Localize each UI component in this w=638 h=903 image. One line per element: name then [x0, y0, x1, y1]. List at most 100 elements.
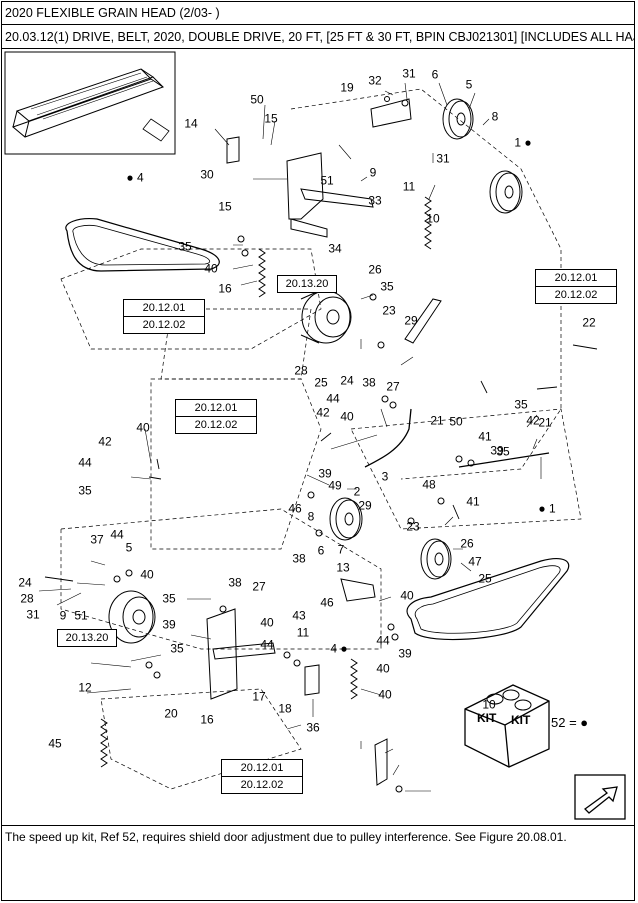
- reference-box[interactable]: 20.12.01 20.12.02: [221, 759, 303, 794]
- part-callout[interactable]: 24: [18, 575, 32, 590]
- part-callout[interactable]: 1 ●: [514, 135, 532, 150]
- part-callout[interactable]: 46: [320, 595, 334, 610]
- part-callout[interactable]: 42: [526, 413, 540, 428]
- part-callout[interactable]: 8: [307, 509, 315, 524]
- part-callout[interactable]: 20: [164, 706, 178, 721]
- part-callout[interactable]: 31: [402, 66, 416, 81]
- part-callout[interactable]: 11: [402, 179, 416, 194]
- part-callout[interactable]: 38: [228, 575, 242, 590]
- part-callout[interactable]: 38: [362, 375, 376, 390]
- part-callout[interactable]: 41: [478, 429, 492, 444]
- part-callout[interactable]: 4 ●: [330, 641, 348, 656]
- part-callout[interactable]: 28: [20, 591, 34, 606]
- part-callout[interactable]: 32: [368, 73, 382, 88]
- part-callout[interactable]: 21: [430, 413, 444, 428]
- part-callout[interactable]: 40: [204, 261, 218, 276]
- part-callout[interactable]: 46: [288, 501, 302, 516]
- part-callout[interactable]: 47: [468, 554, 482, 569]
- part-callout[interactable]: 43: [292, 608, 306, 623]
- part-callout[interactable]: 29: [404, 313, 418, 328]
- part-callout[interactable]: 31: [26, 607, 40, 622]
- part-callout[interactable]: 23: [382, 303, 396, 318]
- part-callout[interactable]: 21: [538, 415, 552, 430]
- part-callout[interactable]: 35: [178, 239, 192, 254]
- part-callout[interactable]: 39: [490, 443, 504, 458]
- part-callout[interactable]: 15: [218, 199, 232, 214]
- part-callout[interactable]: 41: [466, 494, 480, 509]
- part-callout[interactable]: 16: [218, 281, 232, 296]
- part-callout[interactable]: 16: [200, 712, 214, 727]
- part-callout[interactable]: 3: [381, 469, 389, 484]
- part-callout[interactable]: 25: [314, 375, 328, 390]
- part-callout[interactable]: 37: [90, 532, 104, 547]
- part-callout[interactable]: 49: [328, 478, 342, 493]
- part-callout[interactable]: 28: [294, 363, 308, 378]
- part-callout[interactable]: 26: [368, 262, 382, 277]
- part-callout[interactable]: 42: [98, 434, 112, 449]
- part-callout[interactable]: 39: [162, 617, 176, 632]
- part-callout[interactable]: 34: [328, 241, 342, 256]
- part-callout[interactable]: 26: [460, 536, 474, 551]
- part-callout[interactable]: 39: [318, 466, 332, 481]
- part-callout[interactable]: 17: [252, 689, 266, 704]
- part-callout[interactable]: 29: [358, 498, 372, 513]
- part-callout[interactable]: 9: [59, 608, 67, 623]
- part-callout[interactable]: 35: [496, 444, 510, 459]
- part-callout[interactable]: 31: [436, 151, 450, 166]
- part-callout[interactable]: 14: [184, 116, 198, 131]
- part-callout[interactable]: 36: [306, 720, 320, 735]
- part-callout[interactable]: 44: [110, 527, 124, 542]
- part-callout[interactable]: 27: [252, 579, 266, 594]
- part-callout[interactable]: 40: [378, 687, 392, 702]
- part-callout[interactable]: 24: [340, 373, 354, 388]
- part-callout[interactable]: 40: [340, 409, 354, 424]
- part-callout[interactable]: 10: [482, 697, 496, 712]
- part-callout[interactable]: 10: [426, 211, 440, 226]
- part-callout[interactable]: 2: [353, 484, 361, 499]
- part-callout[interactable]: 48: [422, 477, 436, 492]
- part-callout[interactable]: 7: [337, 542, 345, 557]
- part-callout[interactable]: 40: [136, 420, 150, 435]
- part-callout[interactable]: 44: [78, 455, 92, 470]
- reference-box[interactable]: 20.13.20: [277, 275, 337, 293]
- part-callout[interactable]: 40: [140, 567, 154, 582]
- part-callout[interactable]: 51: [74, 608, 88, 623]
- part-callout[interactable]: 30: [200, 167, 214, 182]
- part-callout[interactable]: 6: [317, 543, 325, 558]
- part-callout[interactable]: 13: [336, 560, 350, 575]
- part-callout[interactable]: 23: [406, 519, 420, 534]
- part-callout[interactable]: 25: [478, 571, 492, 586]
- part-callout[interactable]: 35: [514, 397, 528, 412]
- reference-box[interactable]: 20.12.01 20.12.02: [175, 399, 257, 434]
- part-callout[interactable]: 35: [162, 591, 176, 606]
- part-callout[interactable]: 51: [320, 173, 334, 188]
- part-callout[interactable]: 35: [380, 279, 394, 294]
- part-callout[interactable]: 50: [449, 414, 463, 429]
- part-callout[interactable]: 11: [296, 625, 310, 640]
- reference-box[interactable]: 20.13.20: [57, 629, 117, 647]
- part-callout[interactable]: 19: [340, 80, 354, 95]
- part-callout[interactable]: ● 1: [538, 501, 556, 516]
- part-callout[interactable]: 44: [326, 391, 340, 406]
- reference-box[interactable]: 20.12.01 20.12.02: [535, 269, 617, 304]
- part-callout[interactable]: 38: [292, 551, 306, 566]
- part-callout[interactable]: 50: [250, 92, 264, 107]
- part-callout[interactable]: 40: [400, 588, 414, 603]
- part-callout[interactable]: 6: [431, 67, 439, 82]
- part-callout[interactable]: 22: [582, 315, 596, 330]
- part-callout[interactable]: 45: [48, 736, 62, 751]
- part-callout[interactable]: 15: [264, 111, 278, 126]
- part-callout[interactable]: 35: [170, 641, 184, 656]
- part-callout[interactable]: 18: [278, 701, 292, 716]
- part-callout[interactable]: 5: [465, 77, 473, 92]
- reference-box[interactable]: 20.12.01 20.12.02: [123, 299, 205, 334]
- part-callout[interactable]: 40: [260, 615, 274, 630]
- part-callout[interactable]: 44: [376, 633, 390, 648]
- part-callout[interactable]: 33: [368, 193, 382, 208]
- part-callout[interactable]: 44: [260, 637, 274, 652]
- part-callout[interactable]: 9: [369, 165, 377, 180]
- part-callout[interactable]: 42: [316, 405, 330, 420]
- part-callout[interactable]: 12: [78, 680, 92, 695]
- part-callout[interactable]: 5: [125, 540, 133, 555]
- part-callout[interactable]: 8: [491, 109, 499, 124]
